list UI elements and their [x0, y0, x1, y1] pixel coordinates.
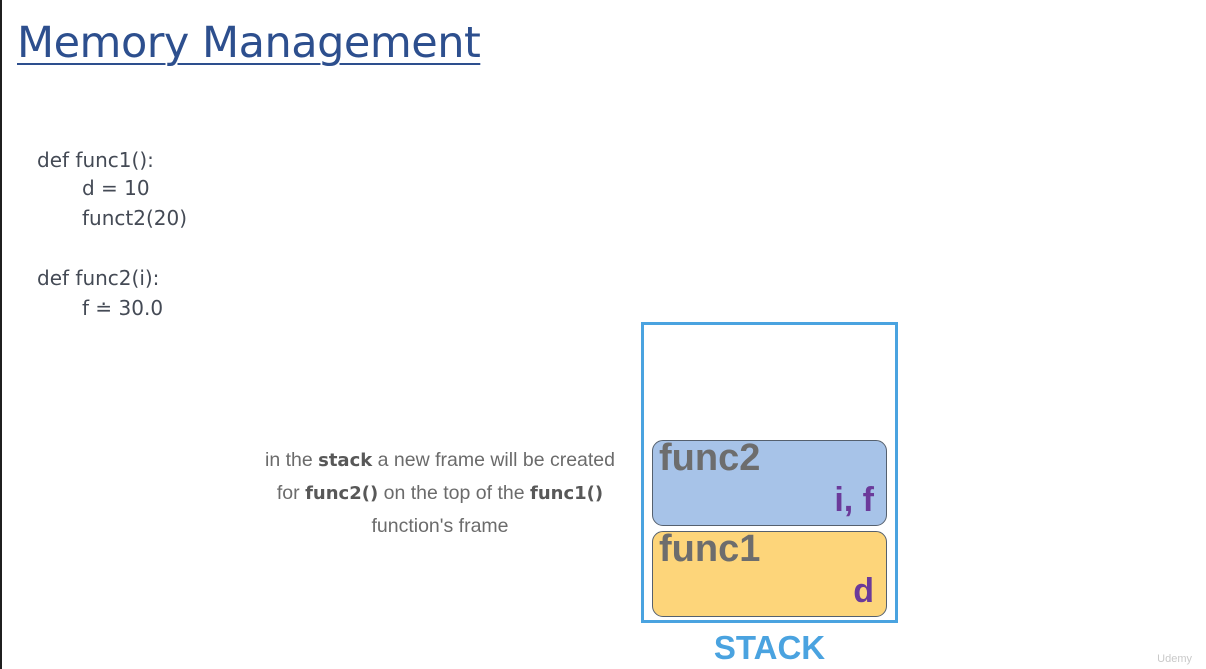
caption-bold-stack: stack [318, 450, 373, 471]
frame-name: func2 [659, 437, 761, 479]
code-line-call-funct2: funct2(20) [82, 206, 188, 230]
frame-name: func1 [659, 528, 761, 570]
caption-text: a new frame will be created for [276, 449, 615, 504]
stack-frame-func1: func1 d [652, 528, 887, 617]
code-line-assign-f: f ≐ 30.0 [82, 296, 164, 320]
code-line-def-func1: def func1(): [37, 148, 154, 172]
stack-diagram: func2 i, f func1 d [641, 322, 898, 623]
code-line-assign-d: d = 10 [82, 176, 150, 200]
stack-caption: in the stack a new frame will be created… [255, 444, 625, 543]
slide-title: Memory Management [17, 18, 481, 68]
caption-text: in the [264, 449, 319, 471]
frame-variables: i, f [834, 481, 874, 519]
left-border [0, 0, 2, 669]
stack-frame-func2: func2 i, f [652, 437, 887, 526]
caption-text: on the top of the [378, 482, 530, 504]
frame-variables: d [853, 572, 874, 610]
udemy-watermark: Udemy [1157, 653, 1192, 665]
caption-bold-func1: func1() [529, 483, 604, 504]
stack-label: STACK [713, 629, 826, 666]
caption-text: function's frame [371, 515, 509, 537]
caption-bold-func2: func2() [305, 483, 379, 504]
code-line-def-func2: def func2(i): [37, 266, 160, 290]
